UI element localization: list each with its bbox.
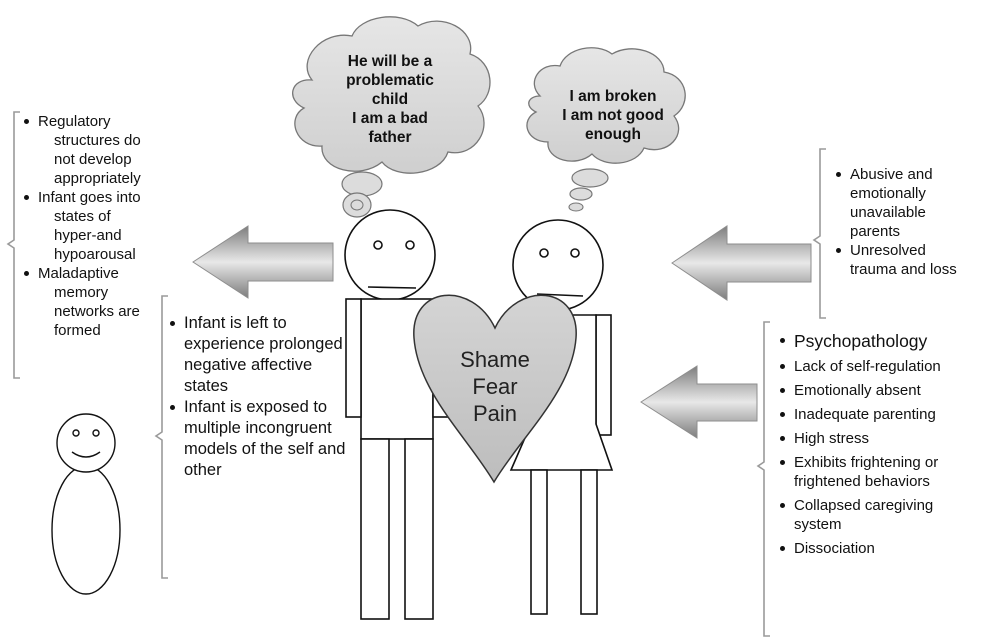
list-item-line: Maladaptive	[38, 265, 119, 282]
list-item-line: memory	[54, 284, 109, 301]
heart-word: Pain	[472, 401, 518, 426]
list-item: Emotionally absent	[778, 381, 978, 400]
list-item-line: states of	[54, 208, 111, 225]
bracket-right-top	[812, 148, 826, 319]
mother-thought-line: I am not good	[562, 107, 664, 124]
infant-experience-list: Infant is left to experience prolonged n…	[168, 313, 358, 481]
list-item: Infant is exposed to multiple incongruen…	[168, 397, 358, 481]
father-thought-line: child	[371, 91, 409, 108]
father-thought-line: He will be a	[347, 53, 433, 70]
list-item-line: hypoarousal	[54, 246, 136, 263]
heart-word: Shame	[460, 347, 530, 372]
arrow-left	[192, 225, 334, 299]
arrow-right-top	[671, 225, 812, 301]
infant-outcomes-list: Regulatory structures do not develop app…	[22, 112, 182, 340]
list-item: Inadequate parenting	[778, 405, 978, 424]
list-item: Unresolved trauma and loss	[834, 241, 974, 279]
father-thought-line: father	[368, 129, 412, 146]
list-item-line: networks are	[54, 303, 140, 320]
list-item-line: not develop	[54, 151, 132, 168]
infant-figure	[51, 413, 121, 595]
list-item: Dissociation	[778, 539, 978, 558]
mother-thought-cloud	[526, 47, 686, 212]
heart-shape	[413, 294, 577, 484]
list-item-line: appropriately	[54, 170, 141, 187]
mother-thought-text: I am broken I am not good enough	[538, 87, 688, 144]
list-item: Collapsed caregiving system	[778, 496, 978, 534]
father-thought-line: problematic	[346, 72, 434, 89]
parent-state-list: Psychopathology Lack of self-regulation …	[778, 330, 978, 563]
bracket-left-top	[6, 111, 20, 379]
arrow-right-bottom	[640, 365, 758, 439]
list-item: Infant is left to experience prolonged n…	[168, 313, 358, 397]
list-item: Abusive and emotionally unavailable pare…	[834, 165, 974, 241]
list-item-line: formed	[54, 322, 101, 339]
list-item: High stress	[778, 429, 978, 448]
list-item-line: structures do	[54, 132, 141, 149]
list-item: Psychopathology	[778, 330, 978, 352]
mother-thought-line: I am broken	[569, 88, 657, 105]
bracket-left-bottom	[154, 295, 168, 579]
list-item: Lack of self-regulation	[778, 357, 978, 376]
list-item: Infant goes into states of hyper-and hyp…	[22, 188, 182, 264]
list-item-line: Regulatory	[38, 113, 111, 130]
list-item-line: Infant goes into	[38, 189, 141, 206]
list-item: Exhibits frightening or frightened behav…	[778, 453, 978, 491]
father-thought-cloud	[292, 16, 491, 218]
father-thought-line: I am a bad	[352, 110, 428, 127]
list-item: Maladaptive memory networks are formed	[22, 264, 182, 340]
heart-text: Shame Fear Pain	[420, 346, 570, 427]
bracket-right-bottom	[756, 321, 770, 637]
mother-thought-line: enough	[585, 126, 641, 143]
parent-history-list: Abusive and emotionally unavailable pare…	[834, 165, 974, 279]
list-item-line: hyper-and	[54, 227, 122, 244]
father-thought-text: He will be a problematic child I am a ba…	[315, 52, 465, 147]
list-item: Regulatory structures do not develop app…	[22, 112, 182, 188]
heart-word: Fear	[472, 374, 518, 399]
